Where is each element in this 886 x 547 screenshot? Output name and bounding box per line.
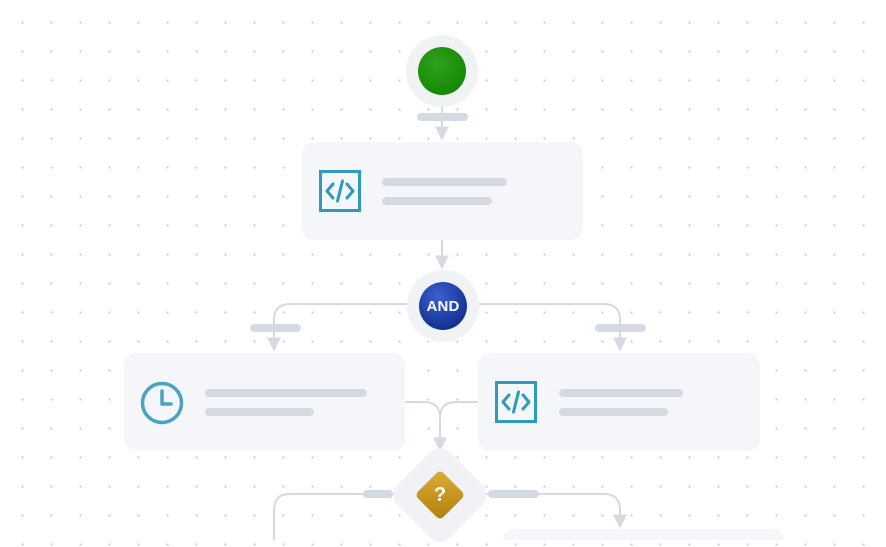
- edge-and-to-timer: [267, 303, 407, 352]
- timer-task-card[interactable]: [124, 353, 405, 451]
- code-icon: [495, 381, 537, 423]
- edge-timer-to-decision: [405, 401, 447, 452]
- and-gateway-label: AND: [419, 282, 467, 330]
- start-event-dot: [418, 47, 466, 95]
- edge-and-to-task2: [478, 303, 627, 352]
- task-subtitle-placeholder: [559, 408, 668, 416]
- start-event[interactable]: [406, 35, 478, 107]
- edge-decision-right: [477, 493, 627, 529]
- next-task-card[interactable]: [503, 529, 784, 540]
- clock-icon: [140, 381, 184, 425]
- task-subtitle-placeholder: [382, 197, 492, 205]
- script-task-card[interactable]: [302, 142, 583, 240]
- task-title-placeholder: [205, 389, 367, 397]
- edge-label-task2: [595, 324, 646, 332]
- edge-label-decision-right: [488, 490, 539, 498]
- edge-decision-left: [273, 493, 403, 540]
- task-subtitle-placeholder: [205, 408, 314, 416]
- task-title-placeholder: [382, 178, 507, 186]
- edge-label-timer: [250, 324, 301, 332]
- edge-label-decision-left: [363, 490, 393, 498]
- edge-label-start: [417, 113, 468, 121]
- code-icon: [319, 170, 361, 212]
- script-task-card-2[interactable]: [478, 353, 760, 451]
- edge-task2-to-decision: [439, 401, 478, 419]
- question-mark-icon: ?: [433, 483, 447, 506]
- and-gateway[interactable]: AND: [407, 270, 479, 342]
- task-title-placeholder: [559, 389, 683, 397]
